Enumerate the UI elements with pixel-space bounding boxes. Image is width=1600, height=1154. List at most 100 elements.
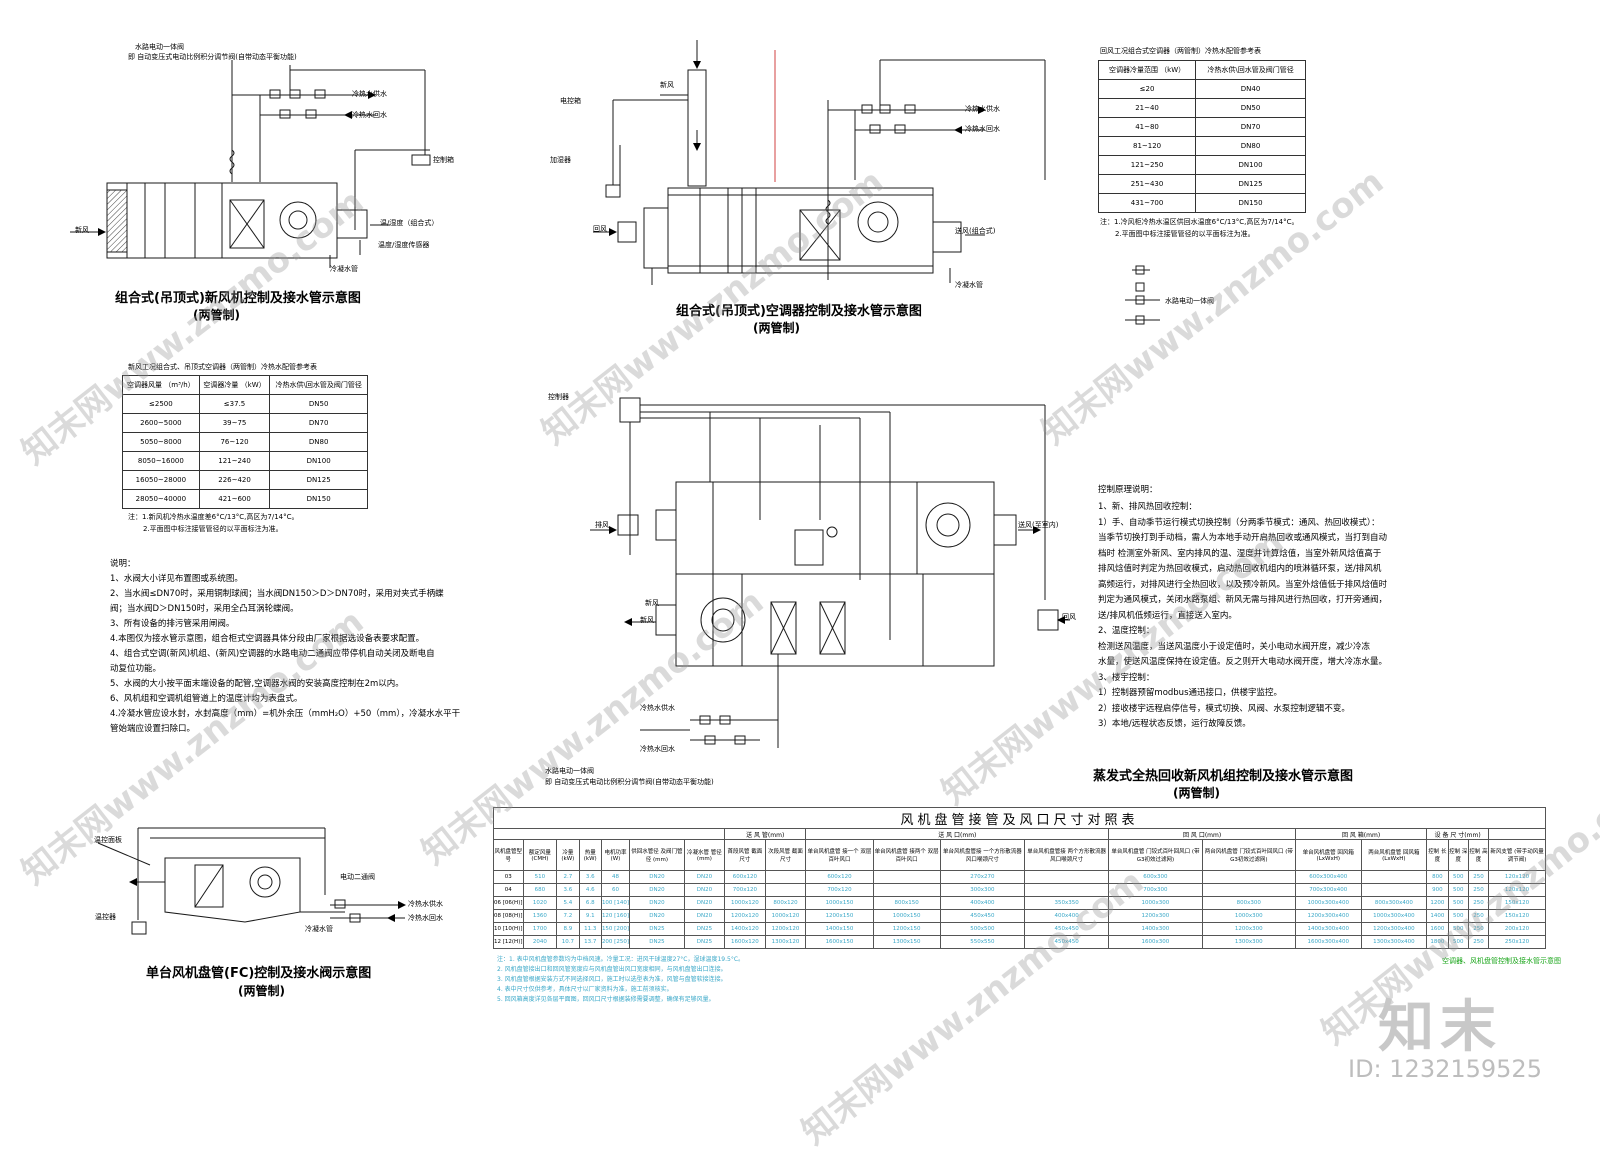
fresh-air-table-cell: DN100 [269, 451, 368, 471]
fc-cell: 250 [1467, 935, 1490, 949]
fc-group-cell: 回 风 箱(mm) [1294, 828, 1428, 840]
fresh-air-table-header-cell: 空调器冷量 （kW） [198, 375, 271, 395]
fc-cell: DN20 [629, 896, 685, 910]
fc-note-line: 注：1. 表中风机盘管参数均为中档风速。冷量工况：进风干球温度27°C，湿球温度… [497, 956, 745, 963]
fc-cell: 800x300 [1201, 896, 1296, 910]
fc-cell: 510 [522, 870, 558, 884]
fc-cell: 1300x300 [1201, 935, 1296, 949]
control-line: 3）本地/远程状态反馈，运行故障反馈。 [1098, 719, 1251, 729]
control-line: 当季节切换打到手动档，需人为本地手动开启热回收或通风模式，当打到自动 [1098, 533, 1388, 543]
fc-cell: 10.7 [556, 935, 580, 949]
hr-supply-air: 送风(至室内) [1018, 521, 1059, 529]
hr-controller: 控制器 [548, 393, 569, 401]
fc-cell: 700x120 [805, 883, 874, 897]
return-air-table-cell: DN100 [1195, 155, 1306, 175]
heat-recovery-title: 蒸发式全热回收新风机组控制及接水管示意图 [1093, 769, 1354, 784]
fc-header-cell: 次段风管 截面尺寸 [764, 839, 807, 871]
control-line: 2、温度控制： [1098, 626, 1155, 636]
fc-cell: 10 [10(H)] [493, 922, 524, 936]
fc-cell: DN25 [629, 935, 685, 949]
fc-cell: 1600x300x400 [1294, 935, 1362, 949]
fc-cell: 120x120 [1488, 870, 1546, 884]
fc-cell: 2.7 [556, 870, 580, 884]
fresh-air-subtitle: (两管制) [193, 308, 240, 322]
fc-cell: 800 [1426, 870, 1449, 884]
fc-cell: 1400 [1426, 909, 1449, 923]
heat-recovery-subtitle: (两管制) [1173, 786, 1220, 800]
fc-cell: 1700 [522, 922, 558, 936]
ahu-supply-water: 冷热水供水 [965, 105, 1000, 113]
note-line: 4、组合式空调(新风)机组、(新风)空调器的水路电动二通阀应带停机自动关闭及断电… [110, 649, 435, 659]
hr-valve-note-1: 水路电动一体阀 [545, 767, 594, 775]
fc-cell: 1000x150 [872, 909, 941, 923]
fc-cell: 800x150 [872, 896, 941, 910]
control-line: 排风焓值时判定为热回收模式，启动热回收机组内的喷淋循环泵，送/排风机 [1098, 564, 1382, 574]
fc-cell: 1200 [1426, 896, 1449, 910]
corner-note: 空调器、风机盘管控制及接水管示意图 [1442, 957, 1561, 965]
fc-cell: 1400x300 [1108, 922, 1203, 936]
fc-header-cell: 单台风机盘管 门铰式百叶回风口 (带G3初效过滤网) [1108, 839, 1203, 871]
legend-label: 水路电动一体阀 [1165, 297, 1214, 305]
fc-cell: DN20 [683, 896, 726, 910]
fc-cell: 450x450 [1024, 922, 1110, 936]
fa-sensor: 温/湿度（组合式） [380, 219, 439, 227]
fc-header-cell: 风机盘管型号 [493, 839, 524, 871]
note-line: 3、所有设备的排污管采用闸阀。 [110, 619, 235, 629]
fc-cell: 4.6 [578, 883, 602, 897]
fresh-air-pipe-table: 空调器风量 （m³/h）空调器冷量 （kW）冷热水供\回水管及阀门管径≤2500… [122, 375, 368, 509]
fc-cell [1360, 883, 1428, 897]
hr-outlet: 新风 [640, 616, 654, 624]
control-line: 高频运行，对排风进行全热回收，以及预冷新风。当室外焓值低于排风焓值时 [1098, 579, 1388, 590]
fc-cell: 1000x300x400 [1294, 896, 1362, 910]
fc-cell: 1200x150 [872, 922, 941, 936]
fresh-air-title: 组合式(吊顶式)新风机控制及接水管示意图 [115, 291, 361, 306]
note-line: 2、当水阀≤DN70时，采用铜制球阀；当水阀DN150＞D＞DN70时，采用对夹… [110, 589, 444, 599]
fa-valve-note-2: 即 自动变压式电动比例积分调节阀(自带动态平衡功能) [128, 53, 297, 61]
fc-header-cell: 首段风管 截面尺寸 [724, 839, 766, 871]
fc-cell: 12 [12(H)] [493, 935, 524, 949]
fc-header-cell: 新风支管 (带手动风量调节阀) [1488, 839, 1546, 871]
fc-sensor: 温控器 [95, 913, 116, 921]
fc-header-cell: 单台风机盘管 接两个 双层百叶风口 [872, 839, 941, 871]
fc-cell: 1200x120 [764, 922, 807, 936]
fc-header-cell: 电机功率 (W) [600, 839, 631, 871]
fc-cell: 11.3 [578, 922, 602, 936]
fc-cell: 48 [600, 870, 631, 884]
fa-panel: 控制箱 [433, 156, 454, 164]
fc-note-line: 4. 表中尺寸仅供参考，具体尺寸以厂家资料为准，施工前须核实。 [497, 986, 673, 993]
fc-cell: 700x120 [724, 883, 766, 897]
ahu-panel: 电控箱 [560, 97, 581, 105]
fc-cell: DN20 [629, 870, 685, 884]
fc-cell: 250 [1467, 870, 1490, 884]
fc-cell: 1400x150 [805, 922, 874, 936]
fc-cell: 08 [08(H)] [493, 909, 524, 923]
fc-cell: 450x450 [939, 909, 1026, 923]
fc-cell: DN25 [683, 922, 726, 936]
fresh-air-table-cell: DN50 [269, 394, 368, 414]
fc-cell: 250x120 [1488, 935, 1546, 949]
fa-air-sensor: 温度/湿度传感器 [378, 241, 430, 249]
fc-header-cell: 控制 深度 [1447, 839, 1469, 871]
ahu-drain: 冷凝水管 [955, 281, 983, 289]
fc-supply-water: 冷热水供水 [408, 900, 443, 908]
fc-cell: 150x120 [1488, 896, 1546, 910]
fc-cell: 900 [1426, 883, 1449, 897]
fc-cell: 500x500 [939, 922, 1026, 936]
fc-note-line: 5. 回风箱高度详见各层平面图，回风口尺寸根据装修需要调整，确保有足够风量。 [497, 996, 715, 1003]
fc-cell: 250 [1467, 896, 1490, 910]
fc-cell: 1360 [522, 909, 558, 923]
fc-cell: 120x120 [1488, 883, 1546, 897]
fc-cell: DN20 [683, 883, 726, 897]
fc-return-water: 冷热水回水 [408, 914, 443, 922]
legend-symbols [1125, 265, 1160, 325]
fresh-air-table-note-1: 注：1.新风机冷热水温度差6°C/13°C,高区为7/14°C。 [128, 513, 299, 521]
note-line: 管始端应设置扫除口。 [110, 724, 196, 734]
fc-cell: 350x350 [1024, 896, 1110, 910]
fc-cell: 200 [250] [600, 935, 631, 949]
